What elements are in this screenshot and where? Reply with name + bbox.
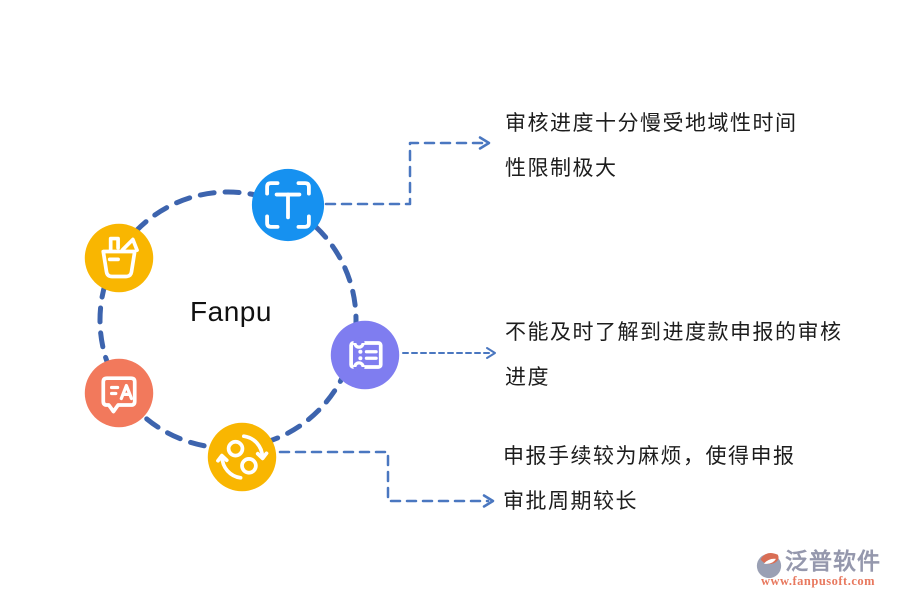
fanpu-logo-icon xyxy=(756,552,782,579)
node-basket xyxy=(82,221,156,295)
connector-top xyxy=(324,141,486,206)
node-translate-chat xyxy=(82,356,156,430)
annotation-progress-visibility: 不能及时了解到进度款申报的审核 进度 xyxy=(505,310,843,400)
arrow-top-icon xyxy=(478,136,491,150)
arrow-middle-icon xyxy=(486,347,496,359)
text-scan-icon xyxy=(251,168,325,242)
annotation-line: 审批周期较长 xyxy=(503,489,638,513)
brand-url: www.fanpusoft.com xyxy=(761,574,876,588)
brand-name: 泛普软件 xyxy=(785,549,881,574)
ticket-list-icon xyxy=(330,320,400,390)
connector-group xyxy=(278,136,496,508)
annotation-line: 不能及时了解到进度款申报的审核 xyxy=(505,320,843,344)
annotation-line: 审核进度十分慢受地域性时间 xyxy=(505,111,798,135)
connector-bottom xyxy=(278,450,490,503)
center-label: Fanpu xyxy=(190,296,272,327)
node-sync xyxy=(205,420,279,494)
sync-arrows-icon xyxy=(207,422,277,492)
node-ticket xyxy=(328,318,402,392)
translate-chat-icon xyxy=(84,358,154,428)
annotation-line: 进度 xyxy=(505,365,550,389)
node-text-scan xyxy=(250,167,326,243)
arrow-bottom-icon xyxy=(482,494,495,508)
annotation-line: 性限制极大 xyxy=(505,156,618,180)
brand-footer: 泛普软件 www.fanpusoft.com xyxy=(755,549,881,589)
annotation-line: 申报手续较为麻烦，使得申报 xyxy=(503,444,796,468)
annotation-review-speed: 审核进度十分慢受地域性时间 性限制极大 xyxy=(505,101,798,191)
annotation-application-procedure: 申报手续较为麻烦，使得申报 审批周期较长 xyxy=(503,434,796,524)
storage-basket-icon xyxy=(84,223,154,293)
